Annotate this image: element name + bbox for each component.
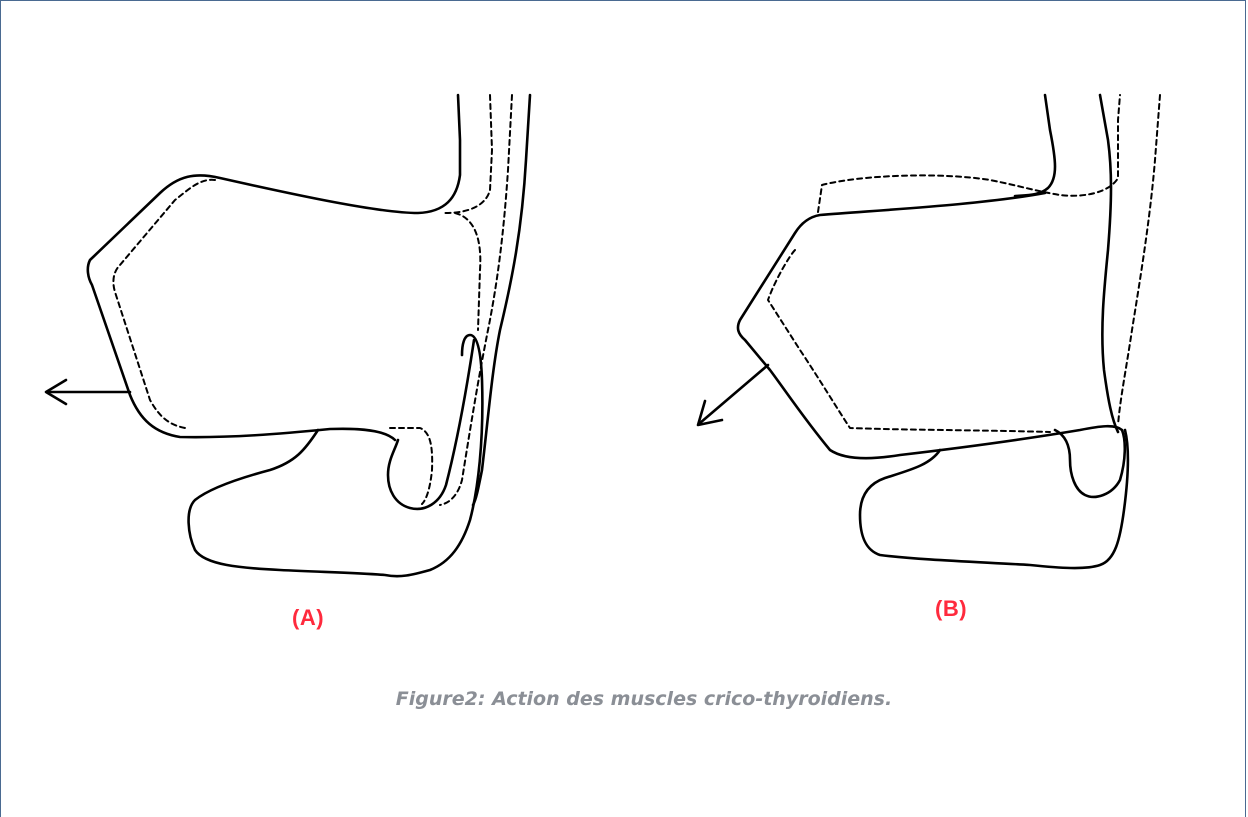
panel-a-label: (A) [292, 605, 324, 631]
panel-b-thyroid-dashed [768, 95, 1120, 432]
panel-b-label: (B) [935, 596, 967, 622]
panel-b-cricoid [860, 430, 1128, 568]
panel-b-drawing [698, 95, 1160, 568]
panel-b-thyroid-back [1100, 95, 1118, 432]
panel-a-thyroid-dashed [113, 95, 492, 504]
panel-a-thyroid-solid [88, 95, 460, 440]
panel-b-posterior-solid [1015, 95, 1055, 196]
panel-a-drawing [46, 95, 530, 576]
panel-b-arrow-shaft [700, 365, 768, 423]
panel-a-cricoid [189, 335, 483, 576]
panel-b-posterior-dashed [1118, 95, 1160, 425]
figure-caption: Figure2: Action des muscles crico-thyroi… [0, 688, 1248, 710]
panel-a-posterior-dashed [440, 95, 512, 505]
